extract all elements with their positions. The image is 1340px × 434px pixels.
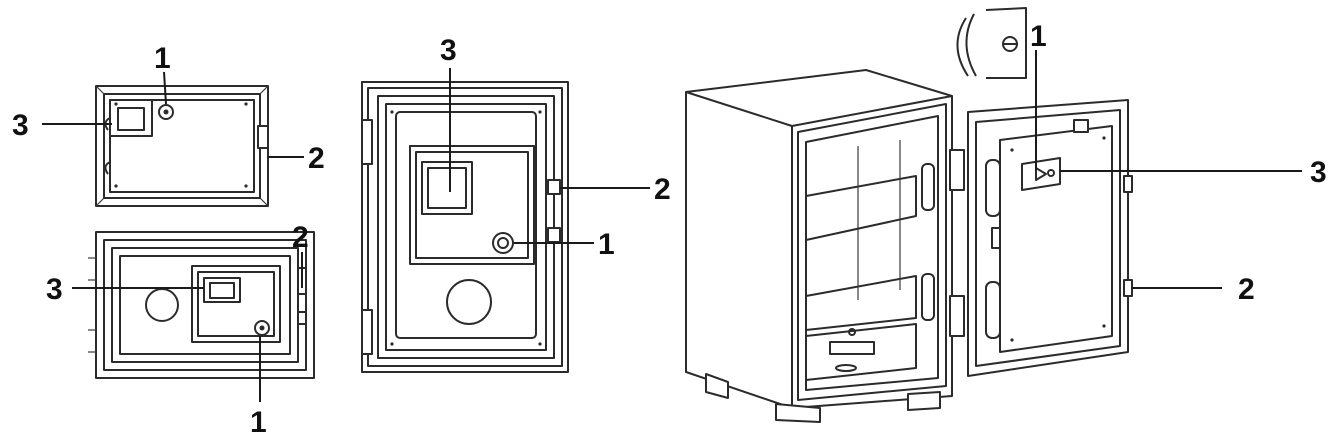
display-window [421, 161, 473, 215]
tall-door-middle [361, 81, 569, 373]
label-safe1-display: 3 [12, 109, 29, 142]
label-safe2-display: 3 [46, 273, 63, 306]
hinge [1123, 175, 1133, 193]
keypad-lock [492, 232, 514, 254]
label-safe4-display: 3 [1310, 156, 1327, 189]
wide-door-bottom [88, 231, 315, 379]
label-safe2-keypad: 1 [250, 406, 267, 434]
label-safe4-keypad: 1 [1030, 20, 1047, 53]
display-window [1021, 157, 1061, 191]
label-safe3-keypad: 1 [598, 228, 615, 261]
hinge [257, 125, 269, 149]
label-safe1-hinge: 2 [308, 142, 325, 175]
keypad-lock [254, 320, 270, 336]
lock-detail-inset [956, 7, 1027, 79]
open-safe-body [685, 69, 965, 423]
keypad-lock [158, 104, 174, 120]
label-safe2-hinge: 2 [292, 221, 309, 254]
hinge [547, 179, 561, 195]
label-safe3-hinge: 2 [654, 173, 671, 206]
label-safe1-keypad: 1 [154, 42, 171, 75]
open-door [967, 99, 1133, 377]
keypad-lock [1047, 169, 1055, 177]
label-safe3-display: 3 [440, 34, 457, 67]
small-door-top [95, 85, 269, 207]
label-safe4-hinge: 2 [1238, 273, 1255, 306]
